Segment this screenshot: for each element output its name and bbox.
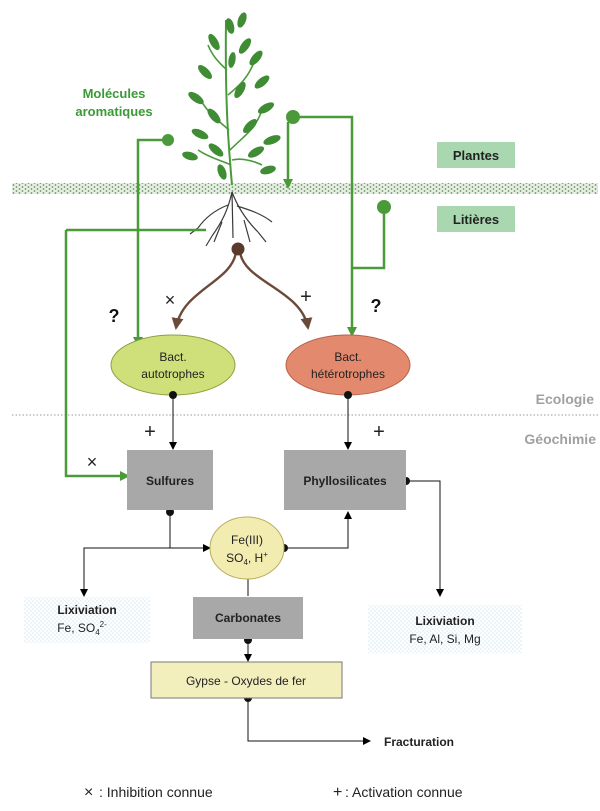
inhibition-mark-sulfures: × [87,452,98,472]
gypse-box [150,661,343,699]
fe-ions-sup: + [263,550,268,559]
phyllosilicates-box [284,450,406,510]
autotrophic-bacteria-node [110,334,236,396]
lixiviation-left-box [24,597,150,643]
lixiviation-right-box [368,605,522,653]
carbonates-label: Carbonates [215,611,281,625]
fe-ions-rest: , H [248,551,263,565]
activation-mark-phyllosilicates: + [373,421,385,443]
litieres-tag [437,206,515,232]
unknown-mark-autotrophic: ? [109,306,120,326]
aromatic-molecules-label-1: Molécules [83,86,146,101]
plantes-tag [437,142,515,168]
fe-iii-label: Fe(III) [231,533,263,547]
heterotrophic-label-1: Bact. [334,350,361,364]
geochimie-label: Géochimie [524,431,596,447]
legend-activation-symbol: + [333,784,342,801]
aromatic-molecules-node [162,134,174,146]
plant-root-node [286,110,300,124]
aromatic-molecules-label-2: aromatiques [75,104,152,119]
legend: × : Inhibition connue + : Activation con… [84,784,463,801]
gypse-label: Gypse - Oxydes de fer [186,674,306,688]
fe-ions-so: SO [226,551,243,565]
exudates-node [231,242,245,256]
fracturation-label: Fracturation [384,735,454,749]
heterotrophic-label-2: hétérotrophes [311,367,385,381]
fe-ions-sub: 4 [243,558,248,567]
lix-left-ions-sup: 2- [100,620,107,629]
activation-mark-exudates: + [300,286,312,308]
legend-inhibition-text: : Inhibition connue [99,784,213,800]
litieres-label: Litières [453,212,499,227]
fe-iii-node [209,516,285,580]
lixiviation-right-title: Lixiviation [415,614,474,628]
soil-surface-band [12,183,598,194]
lixiviation-right-ions: Fe, Al, Si, Mg [409,632,480,646]
plant-illustration [182,12,281,247]
lixiviation-left-title: Lixiviation [57,603,116,617]
exudate-arrows [171,251,313,330]
ecologie-label: Ecologie [536,391,595,407]
legend-inhibition-symbol: × [84,784,93,801]
phyllosilicates-label: Phyllosilicates [303,474,387,488]
litter-node [377,200,391,214]
heterotrophic-bacteria-node [285,334,411,396]
sulfures-box [127,450,213,510]
lixiviation-left-ions: Fe, SO42- [57,620,107,637]
autotrophic-label-2: autotrophes [141,367,204,381]
plantes-label: Plantes [453,148,499,163]
legend-activation-text: : Activation connue [345,784,463,800]
activation-mark-sulfures: + [144,421,156,443]
sulfures-label: Sulfures [146,474,194,488]
carbonates-box [193,597,303,639]
green-control-lines [64,115,386,478]
autotrophic-label-1: Bact. [159,350,186,364]
lix-left-ions-sub: 4 [95,628,100,637]
fe-ions-label: SO4, H+ [226,550,268,567]
unknown-mark-heterotrophic: ? [371,296,382,316]
lix-left-ions-main: Fe, SO [57,621,95,635]
inhibition-mark-exudates: × [165,290,176,310]
